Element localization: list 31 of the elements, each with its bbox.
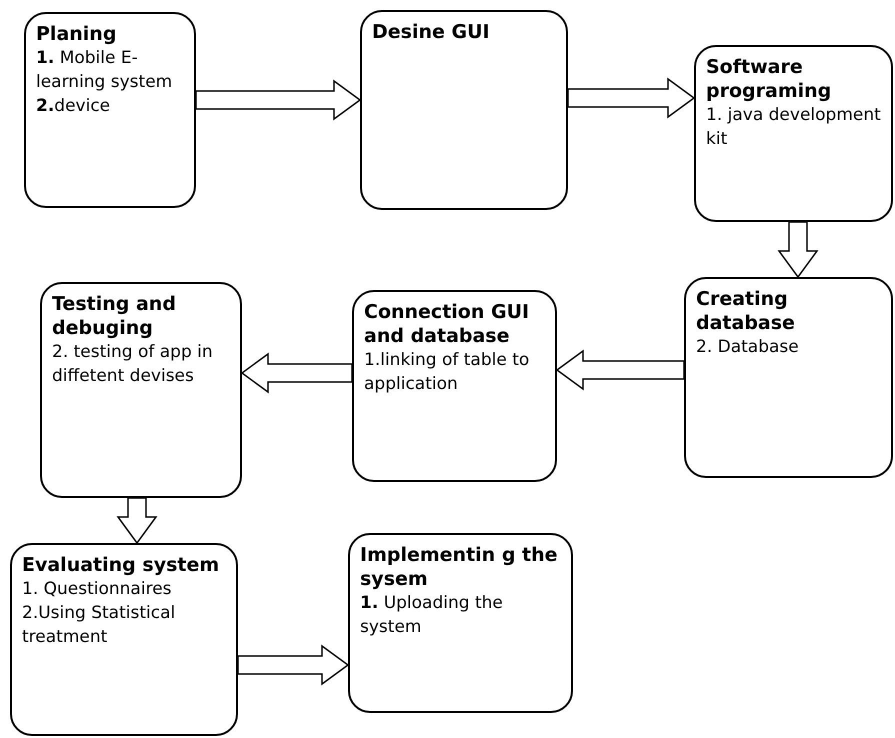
block-arrow: [778, 221, 818, 278]
step-detail: 1.linking of table to application: [364, 349, 530, 396]
step-heading: Testing and debuging: [52, 292, 177, 340]
block-arrow: [116, 497, 158, 544]
step-detail: 2. testing of app in diffetent devises: [52, 341, 214, 388]
step-detail: 2. Database: [696, 336, 800, 359]
step-detail: 2.Using Statistical treatment: [22, 602, 176, 649]
step-detail: 1. java development kit: [706, 104, 882, 151]
step-heading: Desine GUI: [372, 20, 491, 44]
process-box: [352, 290, 557, 482]
block-arrow: [237, 644, 350, 686]
step-heading: Creating database: [696, 287, 796, 335]
step-heading: Planing: [36, 22, 118, 46]
process-box: [360, 10, 568, 210]
block-arrow: [240, 352, 353, 394]
process-box: [24, 12, 196, 208]
process-box: [10, 543, 238, 736]
step-heading: Connection GUI and database: [364, 300, 530, 348]
step-detail: 1. Uploading the system: [360, 592, 504, 639]
block-arrow: [567, 78, 696, 118]
process-box: [40, 282, 242, 498]
block-arrow: [556, 350, 685, 390]
process-box: [348, 533, 573, 713]
process-box: [684, 277, 893, 478]
step-heading: Software programing: [706, 55, 832, 103]
step-detail: 1. Questionnaires: [22, 578, 173, 601]
step-heading: Implementin g the sysem: [360, 543, 559, 591]
block-arrow: [195, 80, 362, 120]
step-heading: Evaluating system: [22, 553, 220, 577]
step-detail: 2.device: [36, 95, 112, 118]
process-box: [694, 45, 893, 222]
